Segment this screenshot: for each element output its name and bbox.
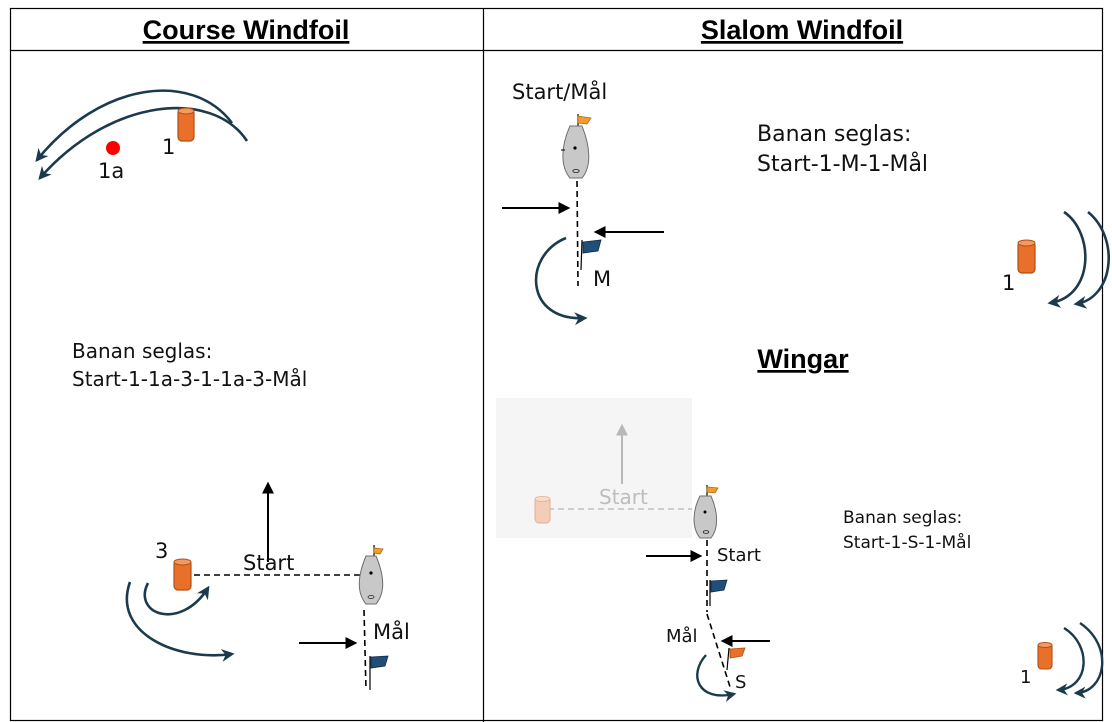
course-route: Start-1-M-1-Mål bbox=[757, 151, 928, 177]
blue-flag-icon bbox=[580, 239, 602, 271]
mark-s-label: S bbox=[735, 672, 746, 693]
course-title: Banan seglas: bbox=[757, 122, 911, 147]
windsurf-board-icon bbox=[561, 114, 592, 179]
red-mark-icon bbox=[106, 141, 120, 155]
faded-region bbox=[496, 398, 692, 538]
course-windfoil-heading: Course Windfoil bbox=[143, 15, 350, 45]
mark-1-label: 1 bbox=[1002, 271, 1015, 295]
finish-line bbox=[706, 613, 732, 691]
start-finish-label: Start/Mål bbox=[512, 79, 607, 104]
start-label: Start bbox=[717, 545, 761, 566]
windsurf-board-icon bbox=[358, 545, 384, 605]
mark-1-label: 1 bbox=[162, 135, 175, 159]
wingar-heading: Wingar bbox=[757, 344, 849, 374]
ghost-start-label: Start bbox=[599, 485, 648, 509]
blue-flag-icon bbox=[369, 655, 389, 690]
curved-arrow-icon bbox=[1055, 626, 1085, 696]
curved-arrow-icon bbox=[143, 582, 210, 616]
curved-arrow-icon bbox=[125, 581, 235, 662]
mark-1a-label: 1a bbox=[98, 159, 124, 183]
curved-arrow-icon bbox=[1073, 210, 1110, 309]
curved-arrow-icon bbox=[696, 654, 737, 702]
start-line bbox=[576, 180, 579, 287]
course-title: Banan seglas: bbox=[843, 508, 962, 528]
orange-buoy-icon bbox=[1037, 642, 1053, 670]
start-label: Start bbox=[243, 551, 294, 575]
mark-3-label: 3 bbox=[155, 539, 168, 563]
mark-m-label: M bbox=[593, 267, 611, 291]
curved-arrow-icon bbox=[38, 106, 249, 180]
orange-buoy-icon bbox=[1017, 239, 1036, 274]
slalom-windfoil-panel: Slalom Windfoil Start/Mål M Banan seglas… bbox=[502, 15, 1110, 326]
panel-frame bbox=[9, 7, 1104, 722]
orange-buoy-icon bbox=[177, 107, 195, 142]
finish-line bbox=[363, 609, 367, 691]
course-windfoil-panel: Course Windfoil 1a 1 Banan seglas: Start… bbox=[35, 15, 410, 691]
windsurf-board-icon bbox=[693, 485, 719, 539]
mark-1-label: 1 bbox=[1020, 667, 1031, 688]
orange-buoy-icon bbox=[173, 558, 192, 591]
course-title: Banan seglas: bbox=[72, 339, 212, 363]
curved-arrow-icon bbox=[534, 236, 588, 326]
finish-label: Mål bbox=[373, 619, 410, 644]
finish-label: Mål bbox=[666, 626, 698, 647]
blue-flag-icon bbox=[709, 579, 728, 606]
course-route: Start-1-1a-3-1-1a-3-Mål bbox=[72, 367, 307, 391]
orange-flag-icon bbox=[726, 647, 746, 671]
orange-buoy-icon bbox=[534, 495, 551, 524]
slalom-windfoil-heading: Slalom Windfoil bbox=[701, 15, 903, 45]
course-route: Start-1-S-1-Mål bbox=[843, 532, 971, 553]
curved-arrow-icon bbox=[35, 89, 234, 163]
curved-arrow-icon bbox=[1073, 622, 1104, 699]
wingar-panel: Wingar Start Start Mål bbox=[496, 344, 1104, 702]
curved-arrow-icon bbox=[1047, 210, 1087, 308]
